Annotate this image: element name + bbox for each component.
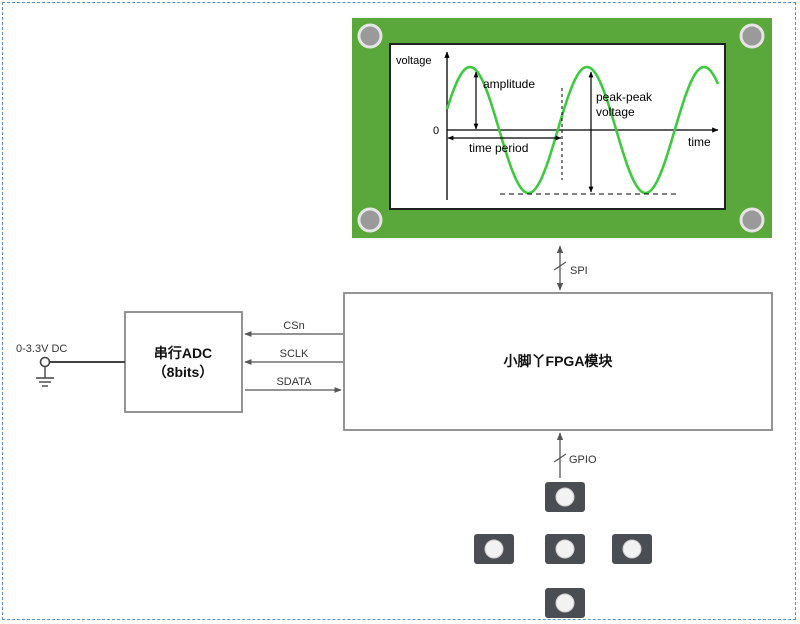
button-down[interactable] [545, 588, 585, 618]
adc-block [124, 311, 243, 413]
button-right[interactable] [612, 534, 652, 564]
fpga-label: 小脚丫FPGA模块 [504, 353, 614, 369]
gpio-bus: GPIO [553, 432, 597, 478]
button-pad [474, 482, 652, 618]
peak-peak-label: peak-peak [596, 90, 653, 104]
input-voltage-label: 0-3.3V DC [16, 343, 67, 355]
input-terminal-icon [39, 356, 51, 368]
peak-peak-label-2: voltage [596, 105, 635, 119]
signal-sdata: SDATA [245, 376, 342, 393]
sclk-label: SCLK [280, 348, 309, 360]
analog-input: 0-3.3V DC [16, 343, 125, 387]
amplitude-label: amplitude [483, 77, 535, 91]
gpio-label: GPIO [569, 454, 597, 466]
button-center[interactable] [545, 534, 585, 564]
y-axis-label: voltage [396, 55, 431, 67]
fpga-module [343, 292, 773, 431]
adc-bits-label: （8bits） [153, 364, 214, 380]
mounting-screw-icon [357, 23, 765, 233]
spi-bus: SPI [553, 245, 588, 291]
signal-sclk: SCLK [244, 348, 343, 365]
button-up[interactable] [545, 482, 585, 512]
x-axis-label: time [688, 135, 711, 149]
zero-label: 0 [433, 125, 439, 137]
spi-label: SPI [570, 265, 588, 277]
sdata-label: SDATA [276, 376, 312, 388]
button-left[interactable] [474, 534, 514, 564]
adc-label: 串行ADC [154, 345, 212, 361]
signal-csn: CSn [244, 320, 343, 337]
time-period-label: time period [469, 141, 528, 155]
lcd-display: voltage 0 amplitude peak-peak voltage ti… [352, 18, 772, 238]
csn-label: CSn [283, 320, 304, 332]
ground-icon [36, 366, 54, 387]
sine-wave [445, 65, 720, 195]
